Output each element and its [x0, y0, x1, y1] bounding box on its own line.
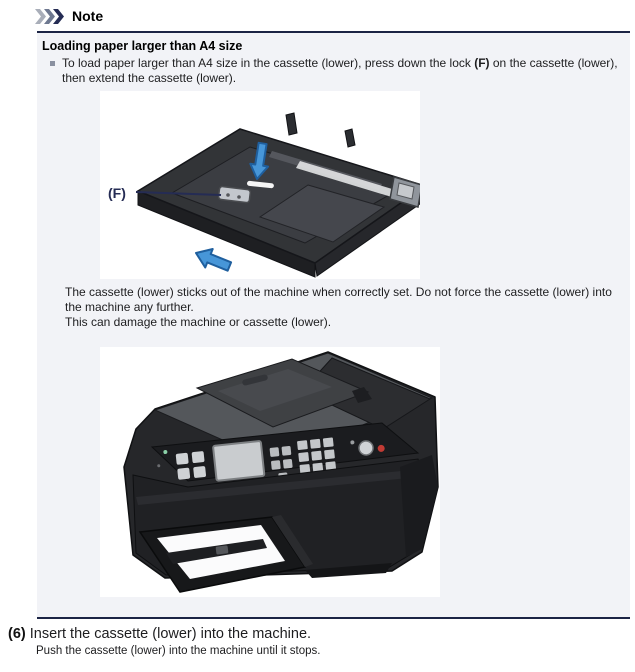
step-title-text: Insert the cassette (lower) into the mac… [29, 626, 312, 642]
note-box: Loading paper larger than A4 size To loa… [37, 31, 630, 619]
bullet-text-pre: To load paper larger than A4 size in the… [62, 56, 475, 70]
extend-arrow-icon [195, 247, 233, 272]
caution-paragraph: The cassette (lower) sticks out of the m… [65, 285, 631, 330]
caution-line-2: This can damage the machine or cassette … [65, 315, 332, 329]
printer-lcd-screen [212, 440, 266, 482]
press-down-arrow-icon [249, 141, 270, 180]
note-bullet-item: To load paper larger than A4 size in the… [50, 56, 620, 86]
step-title: (6) Insert the cassette (lower) into the… [8, 625, 320, 644]
step-number: (6) [8, 626, 26, 642]
figure-cassette: (F) [100, 91, 420, 279]
caution-line-1: The cassette (lower) sticks out of the m… [65, 285, 612, 314]
printer-stop-button [377, 444, 385, 452]
callout-label-f: (F) [108, 185, 126, 201]
bullet-square-icon [50, 61, 55, 66]
note-title: Note [72, 8, 104, 24]
step-detail: Push the cassette (lower) into the machi… [36, 645, 321, 657]
triple-chevron-icon [35, 8, 64, 24]
printer-illustration [123, 351, 439, 593]
bullet-text-post: on the cassette (lower), then extend the… [62, 56, 618, 85]
figure-printer [100, 347, 440, 597]
callout-line [135, 191, 222, 196]
cassette-lock-button [217, 185, 252, 204]
note-header: Note [35, 8, 103, 24]
bullet-text-lock-label: (F) [474, 56, 490, 70]
cassette-illustration: (F) [108, 112, 420, 278]
note-section-heading: Loading paper larger than A4 size [42, 39, 243, 53]
step-6: (6) Insert the cassette (lower) into the… [8, 625, 320, 659]
bullet-text: To load paper larger than A4 size in the… [62, 56, 619, 86]
